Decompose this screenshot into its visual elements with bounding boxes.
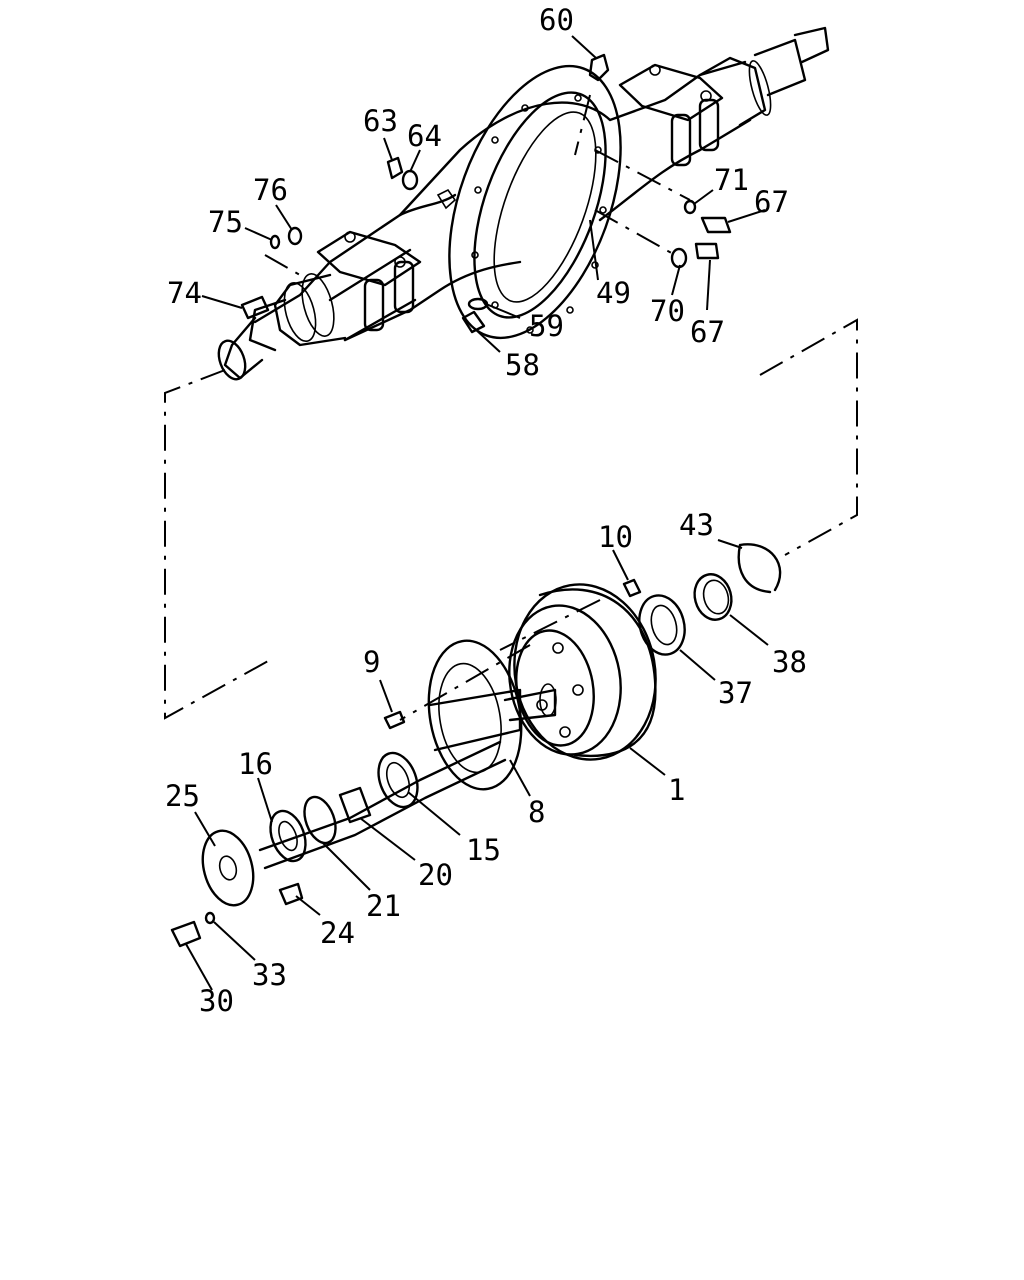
callout-20: 20 <box>418 858 453 892</box>
callout-64: 64 <box>407 119 442 153</box>
callout-8: 8 <box>528 795 545 829</box>
callout-21: 21 <box>366 889 401 923</box>
assembly-lines <box>164 94 858 721</box>
callout-24: 24 <box>320 916 355 950</box>
callout-38: 38 <box>772 645 807 679</box>
callout-49: 49 <box>596 276 631 310</box>
callout-75: 75 <box>208 205 243 239</box>
callout-60: 60 <box>539 3 574 37</box>
axle-shaft-parts <box>170 710 507 948</box>
callout-25: 25 <box>165 779 200 813</box>
callout-58: 58 <box>505 348 540 382</box>
callout-15: 15 <box>466 833 501 867</box>
callout-10: 10 <box>598 520 633 554</box>
callout-63: 63 <box>363 104 398 138</box>
callout-59: 59 <box>529 309 564 343</box>
callout-67-upper: 67 <box>754 185 789 219</box>
callout-16: 16 <box>238 747 273 781</box>
callout-74: 74 <box>167 276 202 310</box>
callout-1: 1 <box>668 773 685 807</box>
callouts: 60 63 64 76 75 71 67 74 49 59 70 67 58 4… <box>165 3 807 1018</box>
leader-lines <box>185 35 769 991</box>
callout-9: 9 <box>363 645 380 679</box>
callout-67-lower: 67 <box>690 315 725 349</box>
callout-70: 70 <box>650 294 685 328</box>
axle-housing <box>217 26 830 381</box>
callout-37: 37 <box>718 676 753 710</box>
callout-43: 43 <box>679 508 714 542</box>
bearings-and-seals <box>622 543 782 656</box>
housing-hardware <box>240 53 732 334</box>
callout-71: 71 <box>714 163 749 197</box>
callout-30: 30 <box>199 984 234 1018</box>
callout-33: 33 <box>252 958 287 992</box>
callout-76: 76 <box>253 173 288 207</box>
